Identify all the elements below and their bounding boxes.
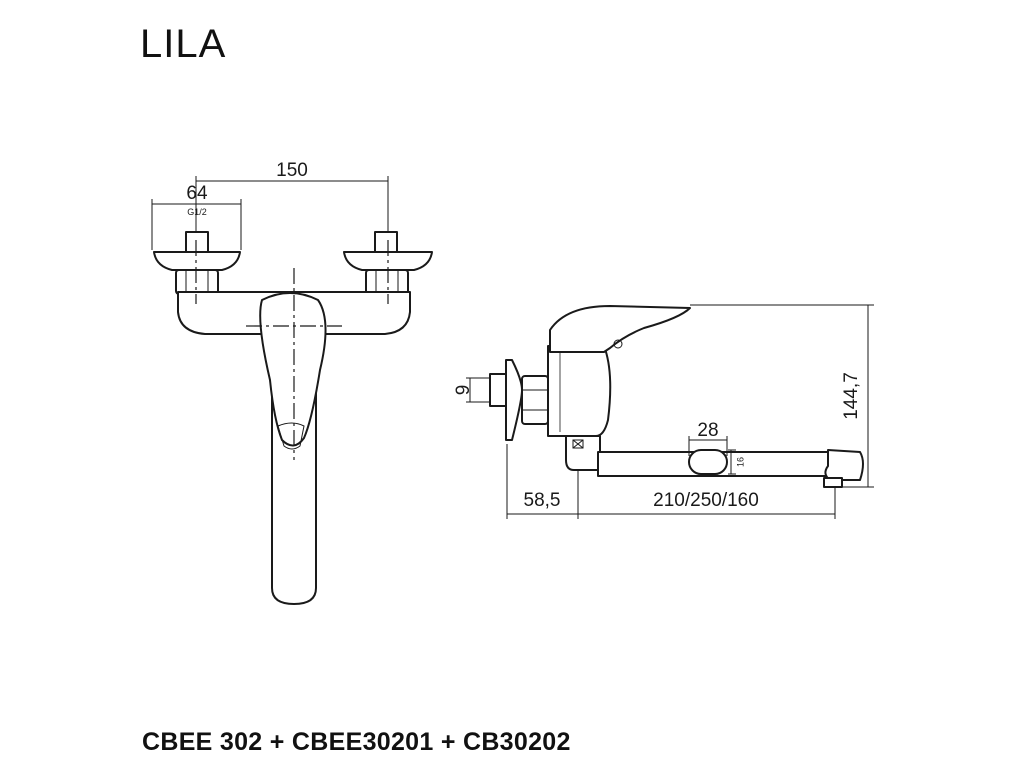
spout-head: [824, 449, 864, 481]
right-nut: [365, 269, 409, 295]
dim-pipe: 9: [453, 385, 474, 396]
dim-total-height: 144,7: [841, 372, 862, 420]
front-view: 150 64 G1/2: [151, 160, 433, 605]
side-view: 9 28 16: [453, 304, 874, 519]
dim-wall-offset: 58,5: [524, 490, 561, 511]
side-body: [547, 345, 612, 437]
left-flange: [153, 251, 241, 271]
outlet-opening: [688, 449, 728, 475]
side-lever-handle: [549, 305, 691, 353]
dim-outlet-height: 16: [735, 457, 745, 467]
lever-handle: [259, 292, 327, 447]
side-flange: [505, 359, 523, 441]
left-connector-stem: [185, 231, 209, 255]
dim-spout-length: 210/250/160: [653, 490, 759, 511]
side-nut: [521, 375, 549, 425]
spout-base: [565, 435, 601, 471]
product-codes: CBEE 302 + CBEE30201 + CB30202: [142, 728, 571, 756]
dim-flange-diameter: 64: [186, 183, 208, 204]
side-pipe: [489, 373, 507, 407]
dim-outlet-width: 28: [697, 420, 718, 441]
thread-label: G1/2: [187, 207, 207, 217]
aerator: [823, 477, 843, 488]
right-connector-stem: [374, 231, 398, 255]
page-title: LILA: [140, 22, 227, 66]
dim-center-distance: 150: [276, 160, 308, 181]
left-nut: [175, 269, 219, 295]
